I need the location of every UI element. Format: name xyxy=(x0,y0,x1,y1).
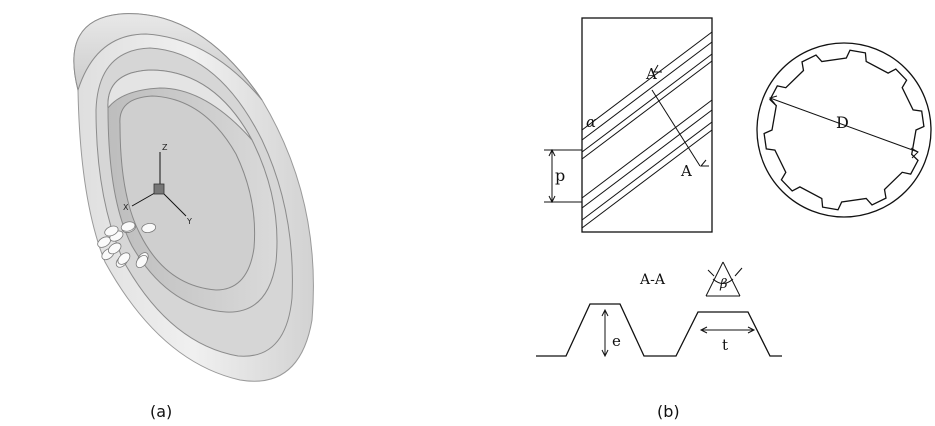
helix-angle-label: α xyxy=(586,113,596,131)
panel-b-drawing: A A α p D A-A xyxy=(536,17,932,358)
hole xyxy=(108,242,122,255)
z-axis-label: Z xyxy=(162,143,168,152)
caption-a: (a) xyxy=(150,402,172,421)
section-arrow-bottom xyxy=(699,159,709,167)
caption-b: (b) xyxy=(657,402,680,421)
section-line xyxy=(651,89,701,167)
hole xyxy=(135,254,148,269)
y-axis-label: Y xyxy=(186,217,192,226)
inner-ring xyxy=(107,69,278,313)
upper-groove xyxy=(581,31,713,160)
x-axis-label: X xyxy=(123,203,129,212)
section-arrow-top xyxy=(653,64,662,73)
pitch-dimension: p xyxy=(544,148,582,204)
diameter-label: D xyxy=(836,113,849,132)
hole xyxy=(141,222,157,234)
beta-angle-label: β xyxy=(719,277,728,292)
coordinate-triad: Z X Y xyxy=(123,143,192,226)
outer-circle xyxy=(756,42,932,218)
section-title: A-A xyxy=(639,272,666,288)
pitch-label: p xyxy=(555,166,565,185)
inner-spline-profile xyxy=(763,49,925,211)
hole xyxy=(104,225,119,237)
lower-groove xyxy=(581,99,713,229)
section-label-top: A xyxy=(645,65,657,83)
holes-group xyxy=(97,221,157,269)
width-label: t xyxy=(722,336,728,354)
spline-cross-section: D xyxy=(756,42,932,218)
panel-a-drawing: Z X Y xyxy=(73,13,314,382)
tooth-profile: e t β xyxy=(536,261,782,358)
section-label-bottom: A xyxy=(680,162,692,180)
height-label: e xyxy=(612,332,621,350)
diameter-line xyxy=(769,97,919,153)
hole xyxy=(117,252,131,265)
tube-rectangle xyxy=(581,17,713,233)
origin-cube-icon xyxy=(153,183,165,195)
hole xyxy=(120,221,136,232)
